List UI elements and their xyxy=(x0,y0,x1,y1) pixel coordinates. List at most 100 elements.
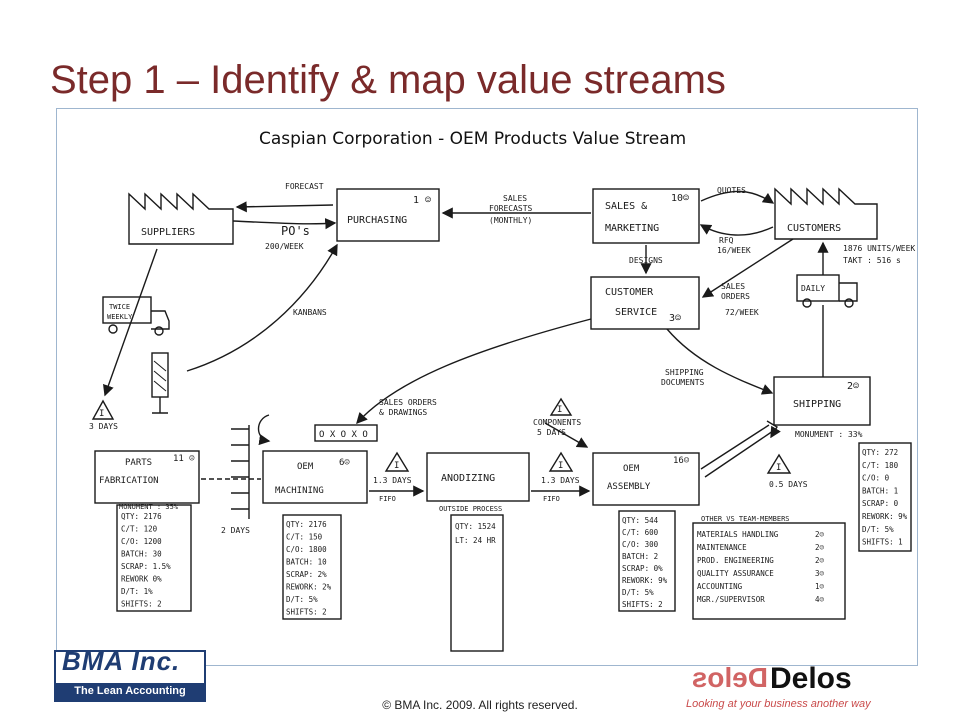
machining-count: 6☺ xyxy=(339,458,350,468)
oxox-box xyxy=(314,424,378,442)
machining-data-line: QTY: 2176 xyxy=(286,520,327,529)
customer-truck-icon xyxy=(796,274,840,302)
sales-orders-drawings-1: SALES ORDERS xyxy=(379,398,437,407)
parts-fabrication-label-2: FABRICATION xyxy=(99,476,159,486)
parts-data-line: REWORK 0% xyxy=(121,575,162,584)
designs-label: DESIGNS xyxy=(629,256,663,265)
parts-fabrication-label-1: PARTS xyxy=(125,458,152,468)
sales-forecasts-1: SALES xyxy=(503,194,527,203)
delos-logo-name: Delos xyxy=(770,662,852,695)
assembly-data-line: QTY: 544 xyxy=(622,516,659,525)
shipping-documents-1: SHIPPING xyxy=(665,368,704,377)
others-count: 1☺ xyxy=(815,582,825,591)
sales-orders-drawings-2: & DRAWINGS xyxy=(379,408,427,417)
assembly-data-line: D/T: 5% xyxy=(622,588,654,597)
customer-service-label-2: SERVICE xyxy=(615,307,657,318)
rfq-rate: 16/WEEK xyxy=(717,246,751,255)
parts-data-box xyxy=(116,504,192,612)
bma-logo-name: BMA Inc. xyxy=(62,646,181,676)
others-count: 2☺ xyxy=(815,543,825,552)
parts-data-line: QTY: 2176 xyxy=(121,512,162,521)
assembly-data-line: C/O: 300 xyxy=(622,540,659,549)
others-role: MATERIALS HANDLING xyxy=(697,530,779,539)
bma-logo: BMA Inc. The Lean Accounting Leaders xyxy=(54,646,206,714)
oem-machining-label-1: OEM xyxy=(297,462,314,472)
customer-service-label-1: CUSTOMER xyxy=(605,287,654,298)
shipping-data-line: BATCH: 1 xyxy=(862,486,898,495)
customer-demand-1: 1876 UNITS/WEEK xyxy=(843,244,915,253)
oem-machining-label-2: MACHINING xyxy=(275,486,324,496)
parts-count: 11 ☺ xyxy=(173,454,195,464)
machining-data-line: C/T: 150 xyxy=(286,533,323,542)
shipping-box xyxy=(773,376,871,426)
inventory-triangle-shipping xyxy=(766,453,792,474)
others-count: 4☺ xyxy=(815,595,825,604)
parts-data-line: BATCH: 30 xyxy=(121,550,162,559)
customer-demand-2: TAKT : 516 s xyxy=(843,256,901,265)
inventory-i-5: I xyxy=(776,463,781,473)
sales-forecasts-3: (MONTHLY) xyxy=(489,216,532,225)
machining-data-box xyxy=(282,514,342,620)
rfq-label: RFQ xyxy=(719,236,734,245)
assembly-data-line: REWORK: 9% xyxy=(622,576,668,585)
oem-assembly-box xyxy=(592,452,700,506)
fifo-label-1: FIFO xyxy=(379,495,396,503)
machining-data-line: D/T: 5% xyxy=(286,595,318,604)
others-count: 2☺ xyxy=(815,556,825,565)
oxox-label: O X O X O xyxy=(319,430,368,440)
kanbans-label: KANBANS xyxy=(293,308,327,317)
sales-marketing-label-1: SALES & xyxy=(605,201,647,212)
components-label-2: 5 DAYS xyxy=(537,428,566,437)
slide-title: Step 1 – Identify & map value streams xyxy=(50,58,726,102)
suppliers-factory-icon xyxy=(128,192,234,245)
others-role: MGR./SUPERVISOR xyxy=(697,595,765,604)
delos-logo: Delos Delos Looking at your business ano… xyxy=(684,662,884,718)
inventory-triangle-components xyxy=(549,397,573,416)
pos-label: PO's xyxy=(281,224,310,238)
shipping-count: 2☺ xyxy=(847,381,859,392)
assembly-data-line: SHIFTS: 2 xyxy=(622,600,663,609)
assembly-data-line: BATCH: 2 xyxy=(622,552,658,561)
shipping-label: SHIPPING xyxy=(793,399,841,410)
delos-logo-mirror: Delos xyxy=(691,662,768,693)
parts-data-line: SCRAP: 1.5% xyxy=(121,562,171,571)
others-title: OTHER VS TEAM-MEMBERS xyxy=(701,515,790,523)
outside-process-label: OUTSIDE PROCESS xyxy=(439,505,502,513)
anodizing-inventory: 1.3 DAYS xyxy=(541,476,580,485)
supplier-inventory: 3 DAYS xyxy=(89,422,118,431)
machining-data-line: SCRAP: 2% xyxy=(286,570,327,579)
parts-monument: MONUMENT : 35% xyxy=(119,503,179,511)
shipping-data-line: D/T: 5% xyxy=(862,525,894,534)
anodizing-label: ANODIZING xyxy=(441,473,495,484)
twice-weekly-2: WEEKLY xyxy=(107,313,133,321)
pos-rate: 200/WEEK xyxy=(265,242,304,251)
others-role: MAINTENANCE xyxy=(697,543,747,552)
purchasing-label: PURCHASING xyxy=(347,215,407,226)
shipping-data-line: C/O: 0 xyxy=(862,474,890,483)
assembly-data-box xyxy=(618,510,676,612)
sales-marketing-label-2: MARKETING xyxy=(605,223,659,234)
value-stream-map: Caspian Corporation - OEM Products Value… xyxy=(56,108,918,666)
copyright-notice: © BMA Inc. 2009. All rights reserved. xyxy=(382,698,578,712)
others-role: ACCOUNTING xyxy=(697,582,743,591)
machining-inventory: 1.3 DAYS xyxy=(373,476,412,485)
sales-orders-1: SALES xyxy=(721,282,745,291)
inventory-i-2: I xyxy=(394,461,399,471)
shipping-data-box xyxy=(858,442,912,552)
sales-marketing-box xyxy=(592,188,700,244)
parts-fabrication-box xyxy=(94,450,200,504)
anodizing-box xyxy=(426,452,530,502)
parts-data-line: C/T: 120 xyxy=(121,525,158,534)
oem-assembly-label-2: ASSEMBLY xyxy=(607,482,651,492)
anodizing-data-line: QTY: 1524 xyxy=(455,522,496,531)
delos-logo-tagline: Looking at your business another way xyxy=(686,698,871,710)
others-role: PROD. ENGINEERING xyxy=(697,556,774,565)
map-title: Caspian Corporation - OEM Products Value… xyxy=(259,129,686,149)
daily-label: DAILY xyxy=(801,284,825,293)
purchasing-count: 1 ☺ xyxy=(413,195,431,206)
purchasing-box xyxy=(336,188,440,242)
shipping-data-line: REWORK: 9% xyxy=(862,512,908,521)
inventory-i-3: I xyxy=(558,461,563,471)
others-box xyxy=(692,522,846,620)
inventory-triangle-machining xyxy=(384,451,410,472)
